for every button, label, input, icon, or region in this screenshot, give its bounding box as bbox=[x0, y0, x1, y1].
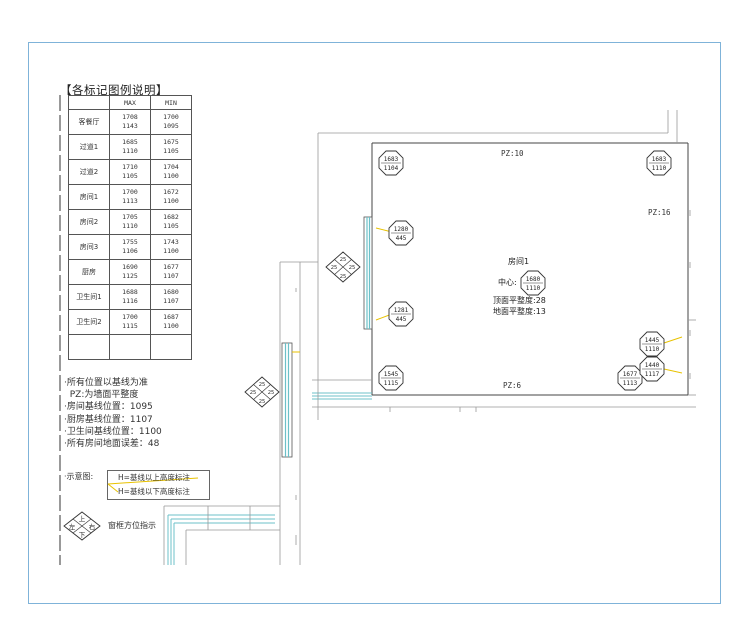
pz-right: PZ:16 bbox=[648, 208, 671, 217]
svg-text:1545: 1545 bbox=[384, 371, 399, 378]
svg-text:25: 25 bbox=[331, 265, 338, 271]
orientation-right: 右 bbox=[89, 522, 96, 531]
orientation-diamond-icon: 上 左 右 下 bbox=[63, 511, 101, 541]
legend-room: 房间2 bbox=[68, 209, 110, 235]
legend-room: 卫生间2 bbox=[68, 309, 110, 335]
svg-text:25: 25 bbox=[259, 399, 266, 405]
note-line: ·所有房间地面误差：48 bbox=[64, 439, 160, 450]
legend-room: 房间1 bbox=[68, 184, 110, 210]
legend-empty-row bbox=[68, 334, 192, 360]
svg-text:1680: 1680 bbox=[526, 276, 541, 283]
room-center-label: 中心: bbox=[498, 278, 517, 287]
svg-text:1445: 1445 bbox=[645, 337, 660, 344]
svg-text:445: 445 bbox=[396, 316, 407, 323]
svg-text:25: 25 bbox=[340, 274, 347, 280]
marker-bottom-right: 1677 1113 bbox=[617, 365, 643, 391]
legend-room: 过道1 bbox=[68, 134, 110, 160]
svg-text:25: 25 bbox=[259, 382, 266, 388]
marker-top-left: 1683 1104 bbox=[378, 150, 404, 176]
legend-title: 【各标记图例说明】 bbox=[60, 83, 168, 97]
marker-wall-upper: 1280 445 bbox=[388, 220, 414, 246]
legend-empty-cell bbox=[109, 334, 151, 360]
svg-text:1281: 1281 bbox=[394, 307, 409, 314]
svg-text:1683: 1683 bbox=[652, 156, 667, 163]
notes-list: ·所有位置以基线为准 PZ:为墙面平整度 ·房间基线位置：1095 ·厨房基线位… bbox=[64, 377, 162, 450]
window-diamond-2-icon: 25 25 25 25 bbox=[244, 376, 280, 408]
svg-text:25: 25 bbox=[250, 390, 257, 396]
svg-text:1104: 1104 bbox=[384, 165, 399, 172]
schema-label: ·示意图: bbox=[64, 472, 94, 481]
svg-text:1117: 1117 bbox=[645, 371, 660, 378]
note-line: ·房间基线位置：1095 bbox=[64, 402, 153, 413]
legend-empty-cell bbox=[68, 334, 110, 360]
pz-bottom: PZ:6 bbox=[503, 381, 522, 390]
marker-right-lower: 1440 1117 bbox=[639, 356, 665, 382]
legend-empty-cell bbox=[150, 334, 192, 360]
room-name: 房间1 bbox=[508, 257, 530, 266]
ceiling-flatness: 顶面平整度:28 bbox=[493, 296, 546, 305]
marker-wall-lower: 1281 445 bbox=[388, 301, 414, 327]
marker-center: 1680 1110 bbox=[520, 270, 546, 296]
svg-text:1110: 1110 bbox=[652, 165, 667, 172]
note-line: ·卫生间基线位置：1100 bbox=[64, 426, 162, 437]
note-line: ·厨房基线位置：1107 bbox=[64, 414, 153, 425]
marker-top-right: 1683 1110 bbox=[646, 150, 672, 176]
svg-text:1113: 1113 bbox=[623, 380, 638, 387]
orientation-bottom: 下 bbox=[79, 531, 86, 539]
pz-top: PZ:10 bbox=[501, 149, 524, 158]
svg-text:1110: 1110 bbox=[645, 346, 660, 353]
orientation-label: 窗框方位指示 bbox=[108, 521, 156, 530]
orientation-left: 左 bbox=[69, 522, 76, 531]
svg-text:445: 445 bbox=[396, 235, 407, 242]
window-diamond-1-icon: 25 25 25 25 bbox=[325, 251, 361, 283]
legend-room: 厨房 bbox=[68, 259, 110, 285]
drawing-frame bbox=[28, 42, 721, 604]
svg-text:25: 25 bbox=[349, 265, 356, 271]
schema-line-above: H=基线以上高度标注 bbox=[118, 473, 190, 482]
svg-text:1440: 1440 bbox=[645, 362, 660, 369]
orientation-top: 上 bbox=[79, 514, 86, 523]
svg-text:1115: 1115 bbox=[384, 380, 399, 387]
svg-text:1683: 1683 bbox=[384, 156, 399, 163]
note-line: PZ:为墙面平整度 bbox=[64, 390, 139, 401]
schema-box: H=基线以上高度标注 H=基线以下高度标注 bbox=[107, 470, 210, 500]
marker-bottom-left: 1545 1115 bbox=[378, 365, 404, 391]
svg-text:1677: 1677 bbox=[623, 371, 638, 378]
note-line: ·所有位置以基线为准 bbox=[64, 378, 148, 388]
svg-text:1280: 1280 bbox=[394, 226, 409, 233]
svg-text:1110: 1110 bbox=[526, 285, 541, 292]
floor-flatness: 地面平整度:13 bbox=[493, 307, 546, 316]
marker-right-upper: 1445 1110 bbox=[639, 331, 665, 357]
svg-text:25: 25 bbox=[340, 257, 347, 263]
svg-text:25: 25 bbox=[268, 390, 275, 396]
schema-line-below: H=基线以下高度标注 bbox=[118, 487, 190, 496]
